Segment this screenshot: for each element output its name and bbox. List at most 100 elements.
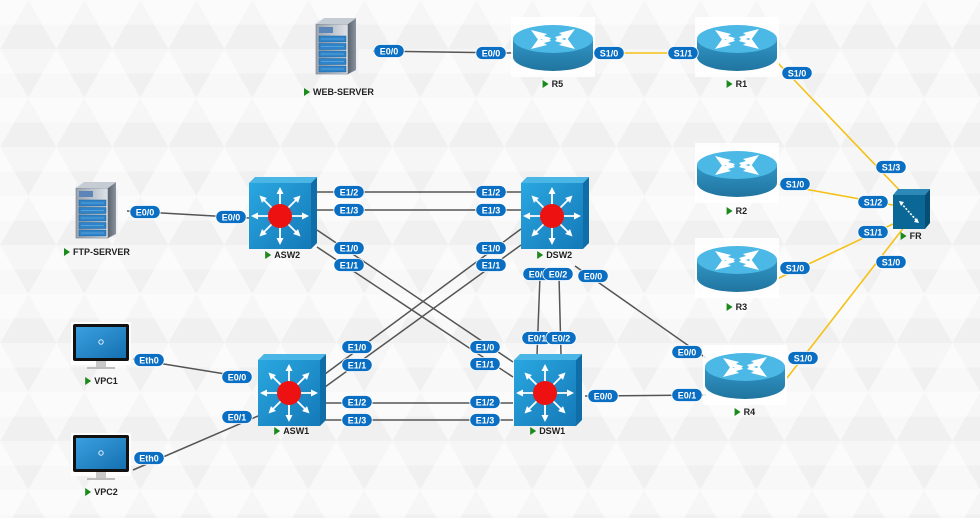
port-badge-fr-s1-3[interactable]: S1/3	[875, 160, 907, 174]
port-badge-r1-s1-0[interactable]: S1/0	[781, 66, 813, 80]
node-dsw1[interactable]	[514, 354, 582, 426]
port-label: E0/0	[380, 46, 399, 56]
port-badge-dsw1-e1-0[interactable]: E1/0	[469, 340, 501, 354]
node-web-server[interactable]	[315, 18, 358, 75]
port-badge-dsw2-e1-1[interactable]: E1/1	[475, 258, 507, 272]
port-label: S1/0	[600, 48, 619, 58]
port-label: S1/0	[788, 68, 807, 78]
node-name: R3	[736, 302, 748, 312]
port-badge-asw1-e1-3[interactable]: E1/3	[341, 413, 373, 427]
port-badge-r5-e0-0[interactable]: E0/0	[475, 46, 507, 60]
status-running-icon	[734, 408, 741, 416]
node-name: ASW2	[274, 250, 300, 260]
node-name: DSW1	[539, 426, 565, 436]
node-name: R4	[744, 407, 756, 417]
node-label: FTP-SERVER	[64, 247, 130, 257]
port-label: E1/3	[348, 415, 367, 425]
port-label: E1/2	[482, 187, 501, 197]
port-label: E0/2	[552, 333, 571, 343]
node-label: R3	[726, 302, 748, 312]
port-label: E1/3	[482, 205, 501, 215]
port-label: E1/1	[348, 360, 367, 370]
node-label: WEB-SERVER	[304, 87, 374, 97]
port-badge-r3-s1-0[interactable]: S1/0	[779, 261, 811, 275]
port-badge-fr-s1-2[interactable]: S1/2	[857, 195, 889, 209]
port-label: S1/2	[864, 197, 883, 207]
node-name: R5	[552, 79, 564, 89]
node-ftp-server[interactable]	[75, 182, 118, 239]
status-running-icon	[726, 80, 733, 88]
node-dsw2[interactable]	[521, 177, 589, 249]
node-asw2[interactable]	[249, 177, 317, 249]
node-name: VPC2	[94, 487, 118, 497]
port-badge-asw1-e0-0[interactable]: E0/0	[221, 370, 253, 384]
port-badge-r4-s1-0[interactable]: S1/0	[787, 351, 819, 365]
port-badge-r5-s1-0[interactable]: S1/0	[593, 46, 625, 60]
status-running-icon	[64, 248, 70, 256]
port-badge-dsw1-e0-0[interactable]: E0/0	[587, 389, 619, 403]
node-vpc2[interactable]	[71, 433, 131, 480]
node-name: R2	[736, 206, 748, 216]
port-badge-asw1-e1-1[interactable]: E1/1	[341, 358, 373, 372]
router-icon	[703, 345, 787, 405]
port-label: E1/1	[476, 359, 495, 369]
port-badge-asw1-e0-1[interactable]: E0/1	[221, 410, 253, 424]
port-badge-dsw2-e1-2[interactable]: E1/2	[475, 185, 507, 199]
port-badge-web-server-e0-0[interactable]: E0/0	[373, 44, 405, 58]
port-badge-asw2-e0-0[interactable]: E0/0	[215, 210, 247, 224]
port-badge-fr-s1-1[interactable]: S1/1	[857, 225, 889, 239]
node-r2[interactable]	[695, 143, 779, 203]
node-r1[interactable]	[695, 17, 779, 77]
port-label: E0/1	[528, 333, 547, 343]
node-asw1[interactable]	[258, 354, 326, 426]
node-label: VPC1	[85, 376, 118, 386]
port-badge-dsw2-e0-0[interactable]: E0/0	[577, 269, 609, 283]
node-label: VPC2	[85, 487, 118, 497]
link-r1-fr[interactable]	[776, 61, 906, 197]
node-r4[interactable]	[703, 345, 787, 405]
port-badge-asw1-e1-0[interactable]: E1/0	[341, 340, 373, 354]
status-running-icon	[85, 377, 92, 385]
frame-relay-switch-icon	[893, 189, 930, 229]
server-icon	[75, 182, 118, 239]
l3-switch-icon	[521, 177, 589, 249]
node-r3[interactable]	[695, 238, 779, 298]
port-badge-vpc2-eth0[interactable]: Eth0	[133, 451, 165, 465]
port-label: E1/2	[348, 397, 367, 407]
port-badge-dsw1-e1-3[interactable]: E1/3	[469, 413, 501, 427]
port-badge-asw2-e1-0[interactable]: E1/0	[333, 241, 365, 255]
port-label: E0/0	[228, 372, 247, 382]
port-badge-ftp-server-e0-0[interactable]: E0/0	[129, 205, 161, 219]
node-label: R2	[726, 206, 748, 216]
port-badge-asw2-e1-2[interactable]: E1/2	[333, 185, 365, 199]
port-badge-r4-e0-1[interactable]: E0/1	[671, 388, 703, 402]
port-badge-dsw2-e1-3[interactable]: E1/3	[475, 203, 507, 217]
node-label: ASW2	[265, 250, 300, 260]
node-fr[interactable]	[893, 189, 930, 229]
port-badge-r4-e0-0[interactable]: E0/0	[671, 345, 703, 359]
port-badge-fr-s1-0[interactable]: S1/0	[875, 255, 907, 269]
port-badge-dsw2-e0-2[interactable]: E0/2	[542, 267, 574, 281]
port-badge-dsw1-e1-2[interactable]: E1/2	[469, 395, 501, 409]
port-badge-asw2-e1-3[interactable]: E1/3	[333, 203, 365, 217]
l3-switch-icon	[258, 354, 326, 426]
port-label: S1/0	[794, 353, 813, 363]
port-badge-r2-s1-0[interactable]: S1/0	[779, 177, 811, 191]
node-vpc1[interactable]	[71, 322, 131, 369]
port-badge-asw1-e1-2[interactable]: E1/2	[341, 395, 373, 409]
port-badge-asw2-e1-1[interactable]: E1/1	[333, 258, 365, 272]
server-icon	[315, 18, 358, 75]
port-label: E1/0	[482, 243, 501, 253]
port-badge-dsw1-e0-2[interactable]: E0/2	[545, 331, 577, 345]
port-badge-dsw2-e1-0[interactable]: E1/0	[475, 241, 507, 255]
status-running-icon	[900, 232, 907, 240]
port-badge-r1-s1-1[interactable]: S1/1	[667, 46, 699, 60]
status-running-icon	[726, 303, 733, 311]
status-running-icon	[542, 80, 549, 88]
port-badge-vpc1-eth0[interactable]: Eth0	[133, 353, 165, 367]
node-r5[interactable]	[511, 17, 595, 77]
port-badge-dsw1-e1-1[interactable]: E1/1	[469, 357, 501, 371]
port-label: S1/1	[674, 48, 693, 58]
